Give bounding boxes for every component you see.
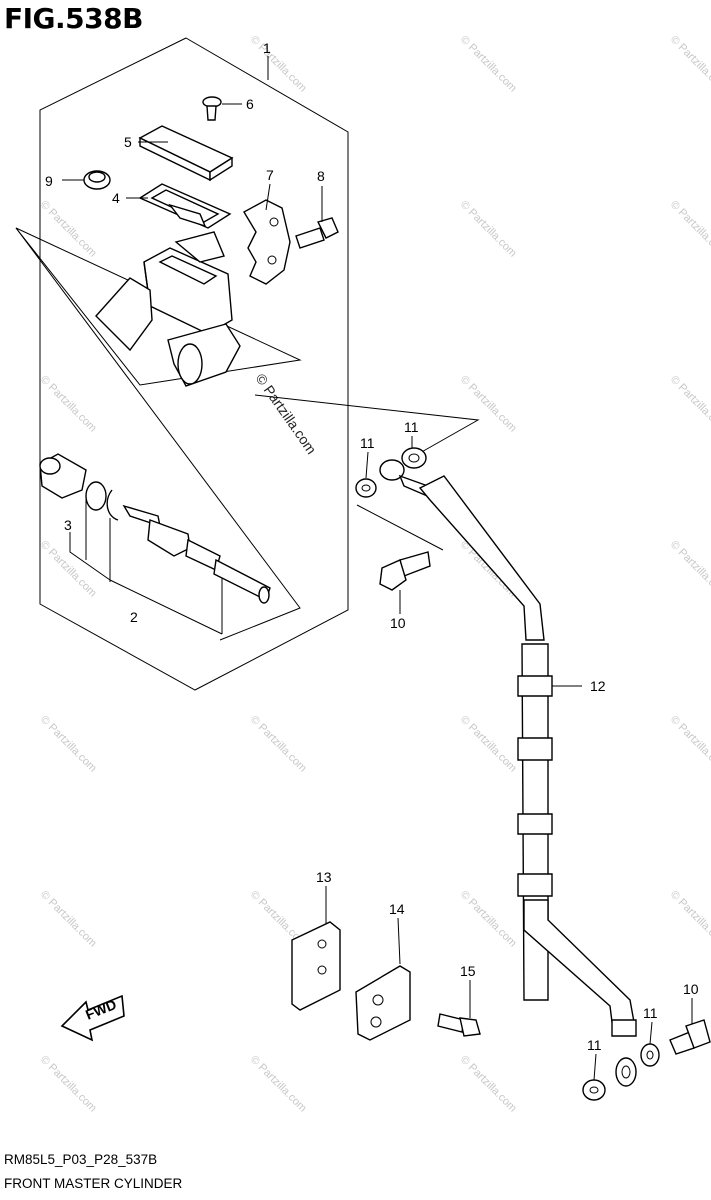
washer-11-upper-right <box>401 447 427 469</box>
diaphragm-4 <box>138 183 232 229</box>
watermark: © Partzilla.com <box>458 374 519 435</box>
callout-11-lower-right: 11 <box>643 1005 658 1021</box>
piston-2 <box>122 504 271 604</box>
bolt-15 <box>437 1013 481 1037</box>
leader-lines <box>62 56 693 1081</box>
watermark: © Partzilla.com <box>458 889 519 950</box>
boot-3 <box>39 453 119 521</box>
banjo-bolt-10-upper <box>379 551 431 591</box>
master-cylinder-body <box>95 231 241 387</box>
callout-11-upper-right: 11 <box>404 419 419 435</box>
banjo-bolt-10-lower <box>669 1019 711 1055</box>
callout-8: 8 <box>317 168 325 184</box>
watermark: © Partzilla.com <box>668 199 711 260</box>
figure-name: FRONT MASTER CYLINDER <box>4 1176 183 1191</box>
washer-11-lower-left <box>582 1079 606 1101</box>
reservoir-cap-5 <box>138 125 234 182</box>
bolt-8 <box>295 217 339 249</box>
callout-5: 5 <box>124 134 132 150</box>
callout-12: 12 <box>590 678 606 694</box>
watermark-center: © Partzilla.com <box>253 371 320 457</box>
callout-10-lower: 10 <box>683 981 699 997</box>
brake-hose-12 <box>379 459 637 1087</box>
screw-6 <box>202 96 222 121</box>
watermark: © Partzilla.com <box>668 34 711 95</box>
watermark: © Partzilla.com <box>38 889 99 950</box>
bracket-14 <box>355 965 411 1041</box>
callout-13: 13 <box>316 869 332 885</box>
callout-10-upper: 10 <box>390 615 406 631</box>
watermark: © Partzilla.com <box>458 34 519 95</box>
watermark: © Partzilla.com <box>38 1054 99 1115</box>
watermark-grid: © Partzilla.com © Partzilla.com © Partzi… <box>38 34 711 1115</box>
callout-11-lower-left: 11 <box>587 1037 602 1053</box>
watermark: © Partzilla.com <box>458 1054 519 1115</box>
callout-11-upper-left: 11 <box>360 435 375 451</box>
watermark: © Partzilla.com <box>248 34 309 95</box>
ring-9 <box>83 170 111 190</box>
hose-guide-13 <box>291 921 341 1011</box>
assembly-frame <box>39 37 349 691</box>
callout-14: 14 <box>389 901 405 917</box>
callout-9: 9 <box>45 173 53 189</box>
fwd-arrow-icon: FWD <box>60 994 125 1042</box>
washer-11-upper-left <box>355 478 377 498</box>
watermark: © Partzilla.com <box>38 539 99 600</box>
watermark: © Partzilla.com <box>248 1054 309 1115</box>
watermark: © Partzilla.com <box>668 374 711 435</box>
watermark: © Partzilla.com <box>668 539 711 600</box>
callout-6: 6 <box>246 96 254 112</box>
watermark: © Partzilla.com <box>458 714 519 775</box>
watermark: © Partzilla.com <box>38 374 99 435</box>
callout-15: 15 <box>460 963 476 979</box>
watermark: © Partzilla.com <box>248 714 309 775</box>
watermark: © Partzilla.com <box>458 199 519 260</box>
piston-outline <box>15 227 301 641</box>
callout-7: 7 <box>266 167 274 183</box>
callout-3: 3 <box>64 517 72 533</box>
banjo-outline <box>254 394 480 551</box>
callout-2: 2 <box>130 609 138 625</box>
watermark: © Partzilla.com <box>668 714 711 775</box>
figure-code: RM85L5_P03_P28_537B <box>4 1152 158 1167</box>
watermark: © Partzilla.com <box>668 889 711 950</box>
clamp-7 <box>243 199 291 285</box>
callout-1: 1 <box>263 40 271 56</box>
callout-4: 4 <box>112 190 120 206</box>
watermark: © Partzilla.com <box>38 714 99 775</box>
watermark: © Partzilla.com <box>38 199 99 260</box>
figure-title: FIG.538B <box>4 2 143 35</box>
washer-11-lower-right <box>640 1043 660 1067</box>
